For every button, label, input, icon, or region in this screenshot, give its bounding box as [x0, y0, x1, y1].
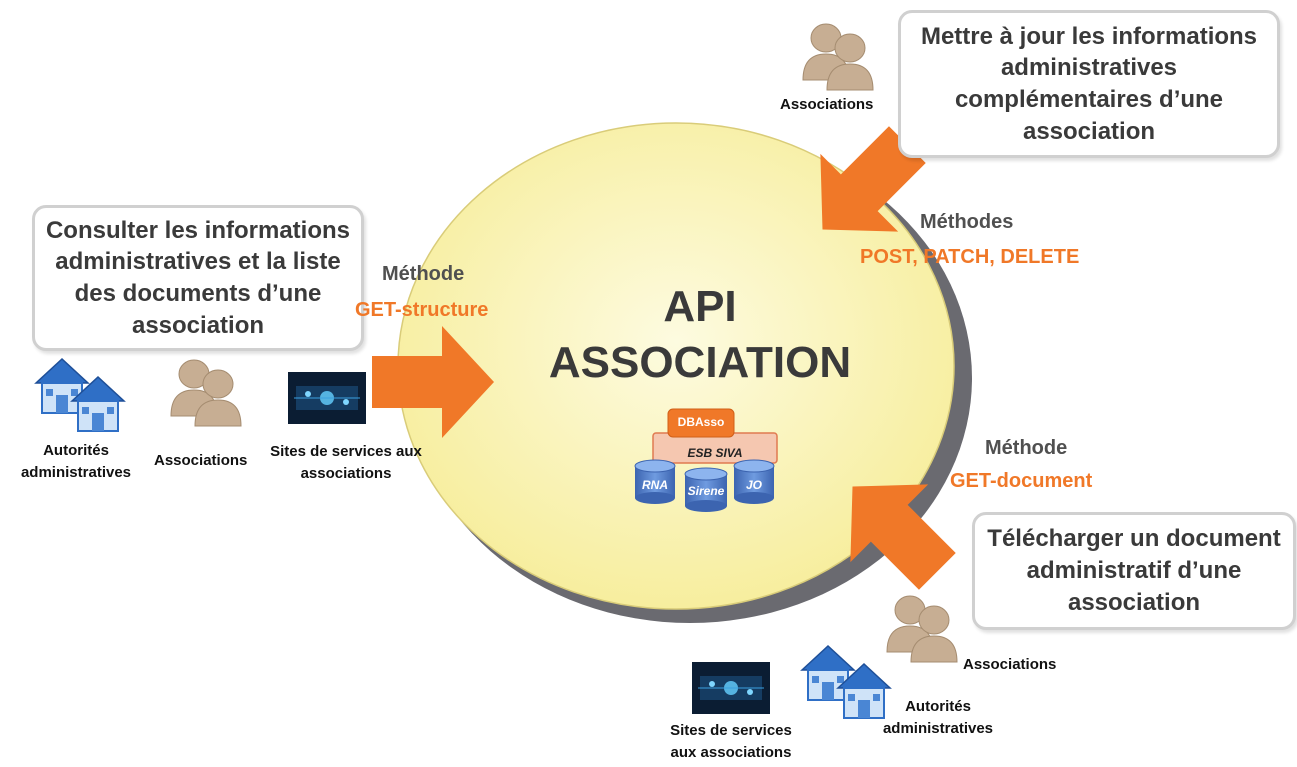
esb-siva-label: ESB SIVA [687, 446, 743, 460]
bottom-sites-icon [691, 661, 771, 715]
top-associations-icon [803, 24, 873, 90]
dbasso-block [667, 408, 735, 438]
sirene-db-icon [684, 467, 728, 512]
top-associations-label: Associations [780, 96, 874, 113]
left-method-value: GET-structure [355, 299, 489, 321]
sirene-label: Sirene [687, 484, 725, 498]
bottom-associations-icon [887, 596, 957, 662]
top-right-method-label: Méthodes [920, 211, 1014, 233]
left-authorities-icon [36, 359, 124, 431]
bottom-sites-label: Sites de services aux associations [670, 722, 792, 761]
rna-db-icon [634, 459, 676, 504]
bottom-associations-label: Associations [963, 656, 1057, 673]
bottom-right-method-label: Méthode [985, 437, 1068, 459]
left-sites-label: Sites de services aux associations [270, 443, 422, 482]
api-title-line2: ASSOCIATION [548, 338, 852, 387]
top-right-method-value: POST, PATCH, DELETE [860, 246, 1080, 268]
left-associations-icon [171, 360, 241, 426]
bottom-right-arrow [850, 484, 956, 590]
download-box: Télécharger un document administratif d’… [972, 512, 1296, 630]
jo-db-icon [733, 459, 775, 504]
bottom-authorities-label: Autorités administratives [882, 698, 994, 737]
left-authorities-label: Autorités administratives [20, 442, 132, 481]
left-arrow [372, 326, 494, 438]
left-associations-label: Associations [154, 452, 248, 469]
bottom-right-method-value: GET-document [950, 470, 1093, 492]
api-title-line1: API [663, 282, 737, 331]
left-method-label: Méthode [382, 263, 465, 285]
consult-box: Consulter les informations administrativ… [32, 205, 364, 351]
update-box: Mettre à jour les informations administr… [898, 10, 1280, 158]
rna-label: RNA [642, 478, 668, 492]
jo-label: JO [745, 478, 762, 492]
top-right-arrow [820, 126, 926, 232]
dbasso-label: DBAsso [677, 415, 725, 429]
left-sites-icon [287, 371, 367, 425]
